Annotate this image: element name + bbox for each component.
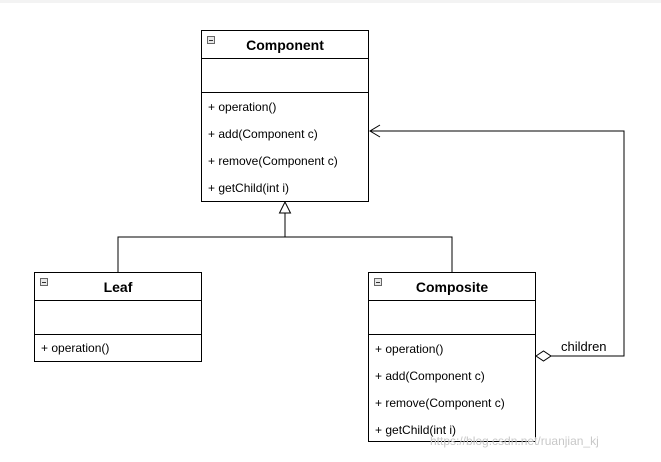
composite-methods: + operation() + add(Component c) + remov… bbox=[369, 335, 535, 444]
component-attributes bbox=[202, 59, 368, 93]
leaf-class-name: Leaf bbox=[103, 278, 133, 295]
component-class-name: Component bbox=[246, 36, 324, 53]
leaf-class-header: Leaf bbox=[35, 273, 201, 301]
generalization-arrowhead bbox=[278, 200, 292, 214]
component-class[interactable]: Component + operation() + add(Component … bbox=[201, 30, 369, 202]
method-item: + getChild(int i) bbox=[375, 423, 457, 437]
leaf-class[interactable]: Leaf + operation() bbox=[34, 272, 202, 362]
collapse-minus-icon[interactable] bbox=[40, 278, 48, 286]
aggregation-line bbox=[370, 130, 625, 357]
collapse-minus-icon[interactable] bbox=[207, 36, 215, 44]
method-item: + add(Component c) bbox=[375, 369, 485, 383]
composite-class[interactable]: Composite + operation() + add(Component … bbox=[368, 272, 536, 442]
watermark: https://blog.csdn.net/ruanjian_kj bbox=[430, 434, 599, 448]
method-item: + add(Component c) bbox=[208, 127, 318, 141]
method-item: + operation() bbox=[208, 100, 277, 114]
method-item: + getChild(int i) bbox=[208, 181, 290, 195]
leaf-methods: + operation() bbox=[35, 335, 201, 362]
composite-class-header: Composite bbox=[369, 273, 535, 301]
generalization-line bbox=[117, 236, 453, 272]
method-item: + operation() bbox=[41, 341, 110, 355]
component-class-header: Component bbox=[202, 31, 368, 59]
composite-attributes bbox=[369, 301, 535, 335]
aggregation-arrowhead bbox=[369, 124, 381, 138]
component-methods: + operation() + add(Component c) + remov… bbox=[202, 93, 368, 202]
composite-class-name: Composite bbox=[415, 278, 489, 295]
top-border bbox=[0, 0, 661, 3]
method-item: + remove(Component c) bbox=[208, 154, 338, 168]
leaf-attributes bbox=[35, 301, 201, 335]
method-item: + operation() bbox=[375, 342, 444, 356]
children-label: children bbox=[561, 339, 607, 354]
aggregation-diamond bbox=[535, 350, 552, 362]
method-item: + remove(Component c) bbox=[375, 396, 505, 410]
collapse-minus-icon[interactable] bbox=[374, 278, 382, 286]
